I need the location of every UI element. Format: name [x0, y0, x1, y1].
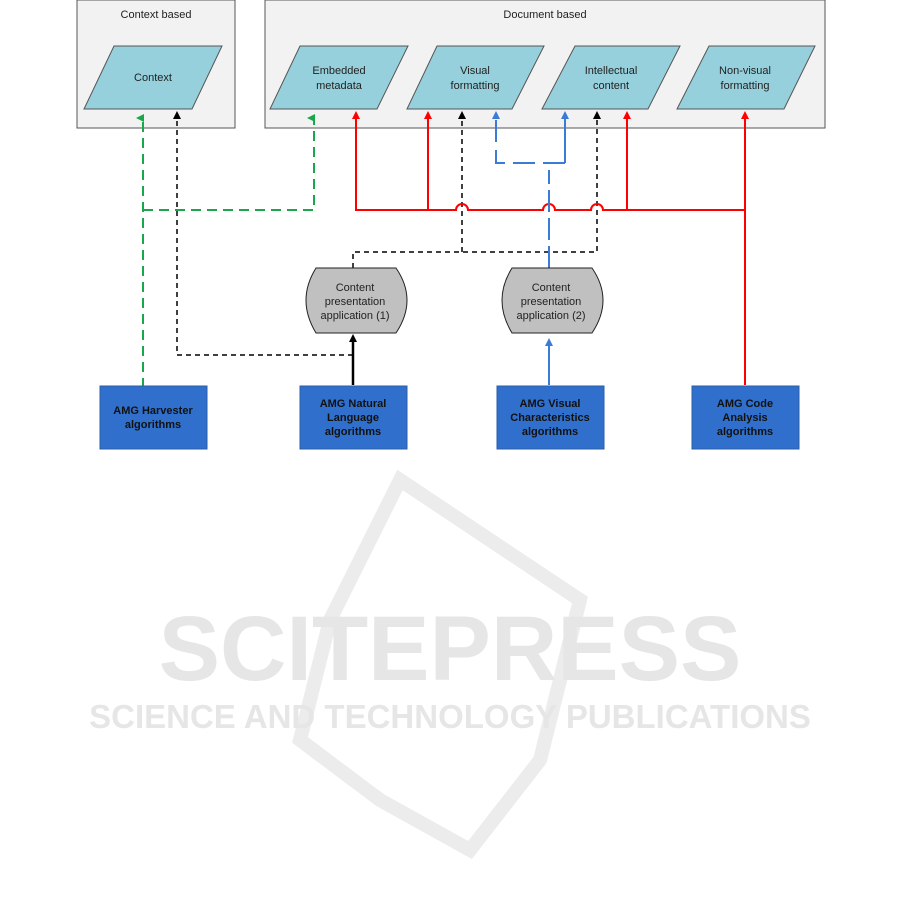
svg-text:Language: Language	[327, 412, 379, 424]
group-title: Document based	[503, 9, 586, 21]
svg-text:algorithms: algorithms	[125, 419, 181, 431]
app-content-presentation-2[interactable]: Content presentation application (2)	[501, 267, 604, 334]
algo-harvester[interactable]: AMG Harvester algorithms	[99, 385, 208, 450]
svg-text:presentation: presentation	[325, 296, 386, 308]
svg-text:Visual: Visual	[460, 65, 490, 77]
svg-text:application (2): application (2)	[516, 310, 585, 322]
node-non-visual-formatting[interactable]: Non-visual formatting	[676, 45, 816, 110]
svg-text:formatting: formatting	[721, 80, 770, 92]
svg-text:content: content	[593, 80, 629, 92]
svg-text:Context: Context	[134, 72, 172, 84]
svg-text:Content: Content	[336, 282, 375, 294]
connector-code-analysis	[352, 111, 749, 385]
svg-text:Embedded: Embedded	[312, 65, 365, 77]
app-content-presentation-1[interactable]: Content presentation application (1)	[305, 267, 408, 334]
svg-text:Content: Content	[532, 282, 571, 294]
svg-text:Characteristics: Characteristics	[510, 412, 590, 424]
watermark: SCITEPRESS SCIENCE AND TECHNOLOGY PUBLIC…	[89, 469, 811, 860]
svg-text:algorithms: algorithms	[522, 426, 578, 438]
connector-visual-characteristics	[492, 111, 569, 385]
watermark-sub: SCIENCE AND TECHNOLOGY PUBLICATIONS	[89, 698, 811, 735]
node-intellectual-content[interactable]: Intellectual content	[541, 45, 681, 110]
svg-text:presentation: presentation	[521, 296, 582, 308]
svg-text:Intellectual: Intellectual	[585, 65, 638, 77]
svg-text:Non-visual: Non-visual	[719, 65, 771, 77]
svg-text:metadata: metadata	[316, 80, 363, 92]
svg-text:formatting: formatting	[451, 80, 500, 92]
svg-text:AMG Natural: AMG Natural	[320, 398, 387, 410]
algo-visual-characteristics[interactable]: AMG Visual Characteristics algorithms	[496, 385, 605, 450]
svg-text:algorithms: algorithms	[325, 426, 381, 438]
algo-code-analysis[interactable]: AMG Code Analysis algorithms	[691, 385, 800, 450]
connector-natural-language	[173, 111, 601, 356]
svg-text:Analysis: Analysis	[722, 412, 767, 424]
watermark-main: SCITEPRESS	[159, 598, 742, 700]
node-context[interactable]: Context	[83, 45, 223, 110]
svg-text:application (1): application (1)	[320, 310, 389, 322]
svg-text:AMG Visual: AMG Visual	[520, 398, 581, 410]
svg-text:AMG Code: AMG Code	[717, 398, 773, 410]
group-title: Context based	[121, 9, 192, 21]
svg-text:AMG Harvester: AMG Harvester	[113, 405, 193, 417]
node-visual-formatting[interactable]: Visual formatting	[406, 45, 545, 110]
svg-text:algorithms: algorithms	[717, 426, 773, 438]
algo-natural-language[interactable]: AMG Natural Language algorithms	[299, 385, 408, 450]
node-embedded-metadata[interactable]: Embedded metadata	[269, 45, 409, 110]
connector-harvester	[136, 114, 315, 388]
